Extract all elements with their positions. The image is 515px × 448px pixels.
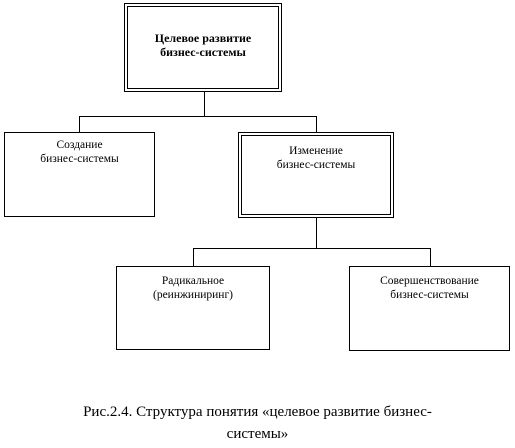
node-radical-reengineering: Радикальное (реинжиниринг) — [116, 266, 270, 350]
node-target-development: Целевое развитие бизнес-системы — [124, 3, 282, 92]
node-create-line-1: Создание — [56, 139, 103, 151]
node-improve-line-1: Совершенствование — [380, 275, 479, 287]
node-radical-line-1: Радикальное — [161, 275, 225, 287]
figure-caption-line-2: системы» — [226, 426, 289, 442]
node-radical-line-2: (реинжиниринг) — [152, 289, 233, 301]
node-change-line-2: бизнес-системы — [276, 159, 356, 171]
node-improvement: Совершенствование бизнес-системы — [349, 266, 510, 351]
figure-caption: Рис.2.4. Структура понятия «целевое разв… — [20, 401, 495, 445]
figure-caption-line-1: Рис.2.4. Структура понятия «целевое разв… — [83, 404, 432, 420]
node-target-development-line-2: бизнес-системы — [160, 45, 246, 59]
node-create-business-system: Создание бизнес-системы — [4, 132, 155, 217]
node-change-business-system: Изменение бизнес-системы — [238, 132, 394, 218]
node-change-line-1: Изменение — [289, 145, 343, 157]
node-target-development-line-1: Целевое развитие — [154, 31, 252, 45]
node-create-line-2: бизнес-системы — [40, 153, 119, 165]
node-improve-line-2: бизнес-системы — [390, 289, 469, 301]
